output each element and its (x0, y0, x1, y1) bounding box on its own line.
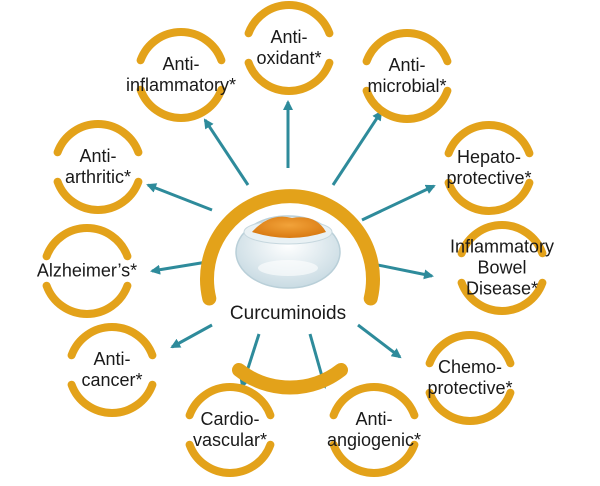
benefit-label-line: microbial* (367, 76, 447, 96)
benefit-label-line: Anti- (388, 55, 426, 75)
ring-top-arc-anti-inflammatory (136, 28, 226, 65)
arrow-hepato-protective (361, 184, 436, 222)
benefit-label-line: Alzheimer’s* (36, 260, 138, 281)
ring-anti-inflammatory (136, 28, 226, 122)
ring-anti-microbial (362, 29, 452, 123)
ring-top-arc-hepato-protective (444, 121, 534, 158)
benefit-label-line: inflammatory* (125, 75, 237, 95)
ring-bottom-arc-anti-angiogenic (329, 440, 419, 477)
benefit-label-anti-cancer: Anti-cancer* (81, 349, 142, 391)
benefit-label-line: Anti- (162, 54, 200, 74)
ring-top-arc-anti-cancer (67, 323, 157, 360)
arrow-chemo-protective (357, 323, 402, 359)
benefit-label-line: Inflammatory (449, 236, 555, 257)
arrow-alzheimers (150, 260, 208, 275)
benefit-label-line: Disease* (465, 278, 539, 299)
ring-top-arc-anti-angiogenic (329, 383, 419, 420)
ring-top-arc-anti-oxidant (244, 1, 334, 38)
ring-bottom-arc-hepato-protective (444, 178, 534, 215)
ring-top-arc-anti-microbial (362, 29, 452, 66)
benefit-label-line: protective* (427, 378, 513, 398)
benefit-label-line: Bowel (477, 257, 527, 278)
ring-cardio-vascular (185, 383, 275, 477)
benefit-rings-layer (42, 1, 547, 477)
benefit-label-anti-arthritic: Anti-arthritic* (65, 146, 131, 188)
arrow-anti-inflammatory (203, 118, 250, 186)
arrow-anti-cancer (170, 323, 213, 349)
ring-hepato-protective (444, 121, 534, 215)
ring-bottom-arc-chemo-protective (425, 388, 515, 425)
benefit-label-line: Cardio- (200, 409, 260, 429)
ring-top-arc-alzheimers (42, 224, 132, 261)
ring-top-arc-chemo-protective (425, 331, 515, 368)
ring-bottom-arc-cardio-vascular (185, 440, 275, 477)
center-ring (200, 189, 380, 306)
benefit-label-line: vascular* (192, 430, 268, 450)
benefit-label-line: oxidant* (256, 48, 322, 68)
benefit-label-anti-microbial: Anti-microbial* (367, 55, 446, 97)
arrows-layer (146, 100, 436, 389)
benefit-label-hepato-protective: Hepato-protective* (446, 147, 531, 189)
ring-top-arc-inflammatory-bowel-disease (457, 221, 547, 258)
benefit-label-line: Anti- (79, 146, 117, 166)
benefit-label-line: Hepato- (456, 147, 522, 167)
benefit-label-line: angiogenic* (326, 430, 422, 450)
arrow-anti-arthritic (146, 183, 213, 212)
arrow-anti-microbial (331, 110, 383, 186)
ring-top-arc-anti-arthritic (53, 120, 143, 157)
ring-bottom-arc-alzheimers (42, 281, 132, 318)
ring-top-arc-cardio-vascular (185, 383, 275, 420)
ring-inflammatory-bowel-disease (457, 221, 547, 315)
benefit-label-line: arthritic* (64, 167, 132, 187)
ring-bottom-arc-anti-arthritic (53, 177, 143, 214)
ring-bottom-arc-anti-microbial (362, 86, 452, 123)
benefit-label-line: Anti- (270, 27, 308, 47)
ring-bottom-arc-inflammatory-bowel-disease (457, 278, 547, 315)
benefit-label-line: Chemo- (437, 357, 503, 377)
benefit-label-anti-angiogenic: Anti-angiogenic* (327, 409, 421, 451)
benefit-label-line: cancer* (81, 370, 143, 390)
benefit-label-line: protective* (446, 168, 532, 188)
ring-anti-arthritic (53, 120, 143, 214)
ring-chemo-protective (425, 331, 515, 425)
ring-bottom-arc-anti-oxidant (244, 58, 334, 95)
center-node (200, 189, 380, 395)
benefit-label-cardio-vascular: Cardio-vascular* (193, 409, 267, 451)
benefit-label-anti-inflammatory: Anti-inflammatory* (126, 54, 236, 96)
center-ring-bottom (232, 363, 348, 395)
benefit-label-anti-oxidant: Anti-oxidant* (256, 27, 321, 69)
benefit-label-line: Anti- (355, 409, 393, 429)
ring-bottom-arc-anti-cancer (67, 380, 157, 417)
ring-anti-cancer (67, 323, 157, 417)
benefit-label-line: Anti- (93, 349, 131, 369)
ring-anti-angiogenic (329, 383, 419, 477)
benefit-label-alzheimers: Alzheimer’s* (37, 261, 137, 282)
curcumin-powder-bowl-image (235, 215, 341, 289)
center-label: Curcuminoids (227, 303, 349, 325)
ring-anti-oxidant (244, 1, 334, 95)
ring-bottom-arc-anti-inflammatory (136, 85, 226, 122)
ring-alzheimers (42, 224, 132, 318)
benefit-label-chemo-protective: Chemo-protective* (427, 357, 512, 399)
